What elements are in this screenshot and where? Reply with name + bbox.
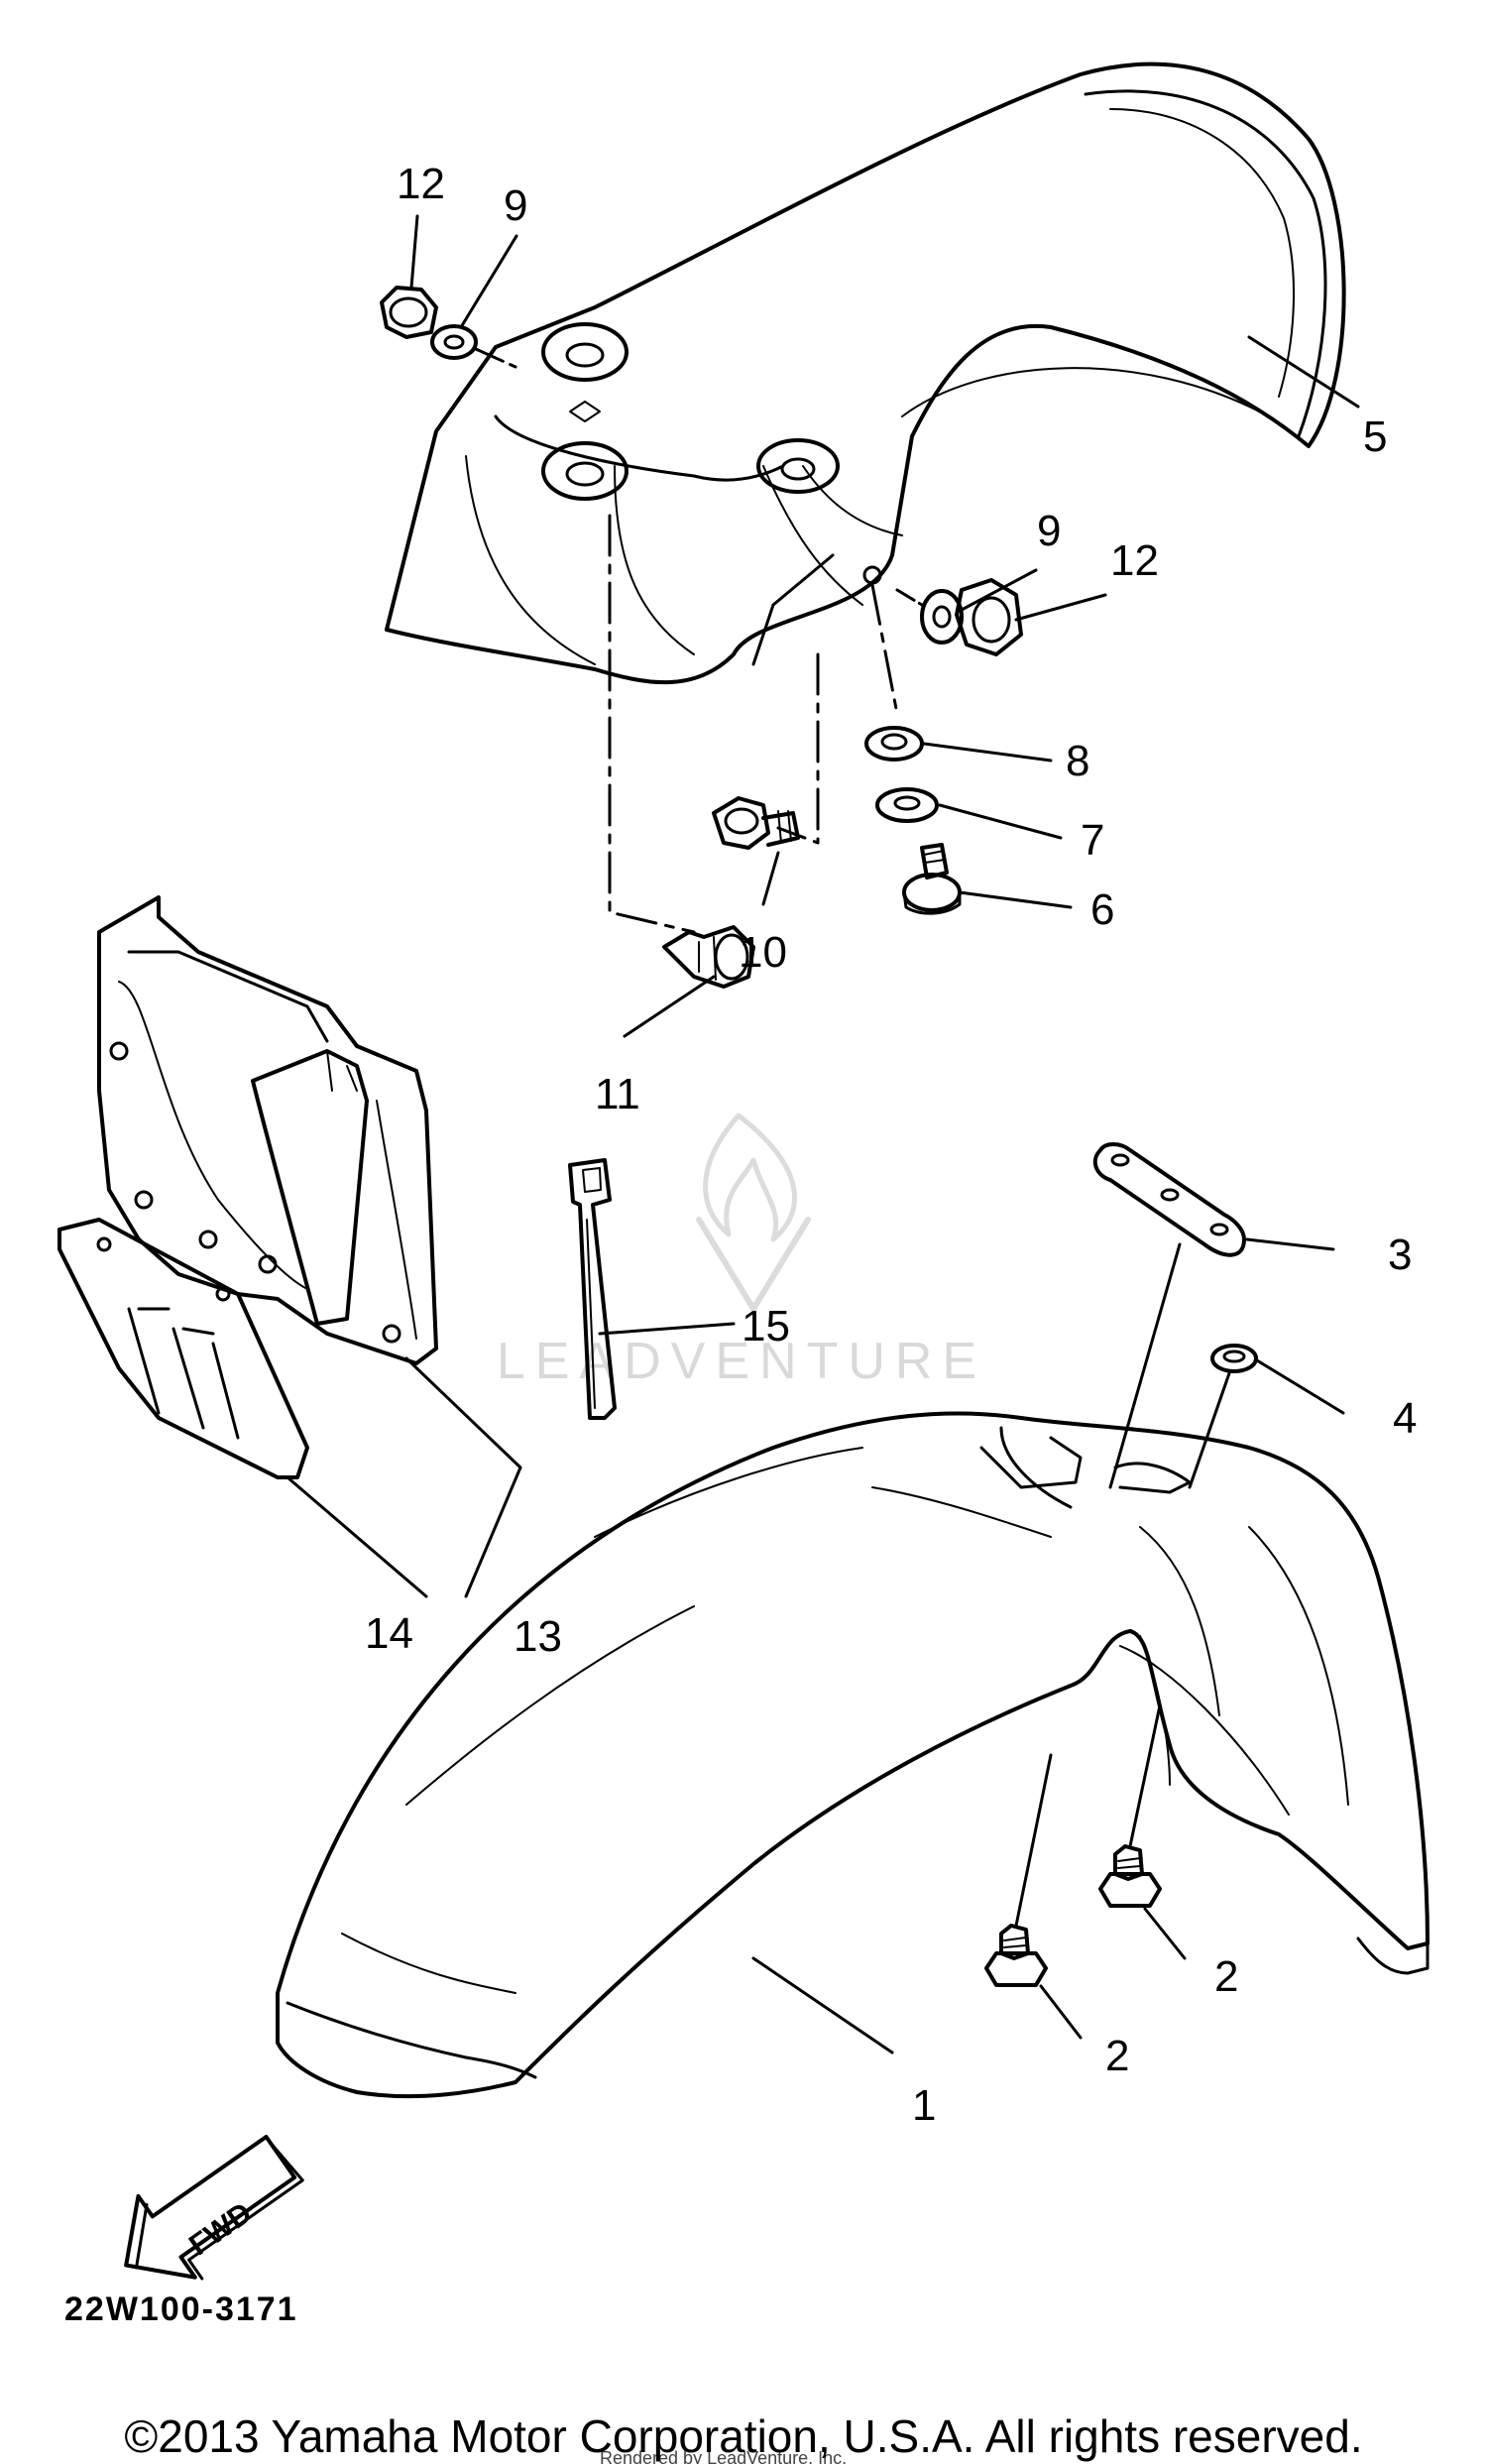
washer-7 bbox=[875, 787, 939, 823]
leader-13-14 bbox=[286, 1356, 522, 1598]
callout-9-left: 9 bbox=[504, 181, 527, 230]
callout-2-lower: 2 bbox=[1105, 2032, 1129, 2080]
callout-11: 11 bbox=[595, 1070, 640, 1118]
collar-8 bbox=[864, 726, 924, 762]
bolt-2-a bbox=[1098, 1844, 1162, 1908]
callout-2-upper: 2 bbox=[1214, 1952, 1238, 2001]
callout-15: 15 bbox=[742, 1302, 790, 1350]
bracket-3 bbox=[1092, 1142, 1246, 1257]
nut-12-right bbox=[955, 578, 1023, 656]
callout-13: 13 bbox=[514, 1612, 562, 1661]
callout-12-right: 12 bbox=[1110, 536, 1159, 585]
callout-8: 8 bbox=[1066, 737, 1089, 785]
diagram-code: 22W100-3171 bbox=[64, 2290, 298, 2328]
front-fender bbox=[276, 1411, 1430, 2099]
nut-12-left bbox=[380, 286, 438, 339]
watermark-v-icon bbox=[696, 1217, 811, 1312]
rear-fender bbox=[385, 61, 1346, 685]
bolt-11 bbox=[662, 925, 755, 989]
bolt-10 bbox=[712, 796, 800, 850]
callout-4: 4 bbox=[1393, 1394, 1417, 1443]
callout-7: 7 bbox=[1081, 816, 1104, 865]
copyright-notice: ©2013 Yamaha Motor Corporation, U.S.A. A… bbox=[124, 2410, 1363, 2462]
side-cover-13 bbox=[97, 895, 438, 1365]
washer-9-left bbox=[430, 324, 478, 360]
assembly-lines bbox=[608, 514, 899, 934]
leader-lines bbox=[409, 214, 1360, 2054]
bolt-2-b bbox=[984, 1924, 1048, 1987]
callout-3: 3 bbox=[1388, 1231, 1412, 1279]
callout-12-left: 12 bbox=[397, 160, 445, 208]
callout-9-right: 9 bbox=[1037, 507, 1061, 555]
callout-6: 6 bbox=[1090, 885, 1114, 934]
fwd-arrow-icon bbox=[124, 2135, 304, 2281]
grommet-4 bbox=[1210, 1344, 1258, 1373]
washer-9-right bbox=[920, 589, 964, 645]
watermark: LEADVENTURE bbox=[497, 1113, 986, 1390]
bolt-6 bbox=[902, 843, 962, 915]
callout-1: 1 bbox=[912, 2081, 936, 2130]
watermark-text: LEADVENTURE bbox=[497, 1333, 986, 1390]
cable-tie-15 bbox=[568, 1158, 617, 1420]
watermark-flame-icon bbox=[703, 1113, 797, 1242]
fwd-label: FWD bbox=[183, 2196, 258, 2262]
dealer-note: Rendered by LeadVenture, Inc. bbox=[600, 2448, 847, 2464]
callout-14: 14 bbox=[365, 1609, 413, 1658]
callout-10: 10 bbox=[739, 928, 787, 977]
callout-5: 5 bbox=[1363, 412, 1387, 461]
